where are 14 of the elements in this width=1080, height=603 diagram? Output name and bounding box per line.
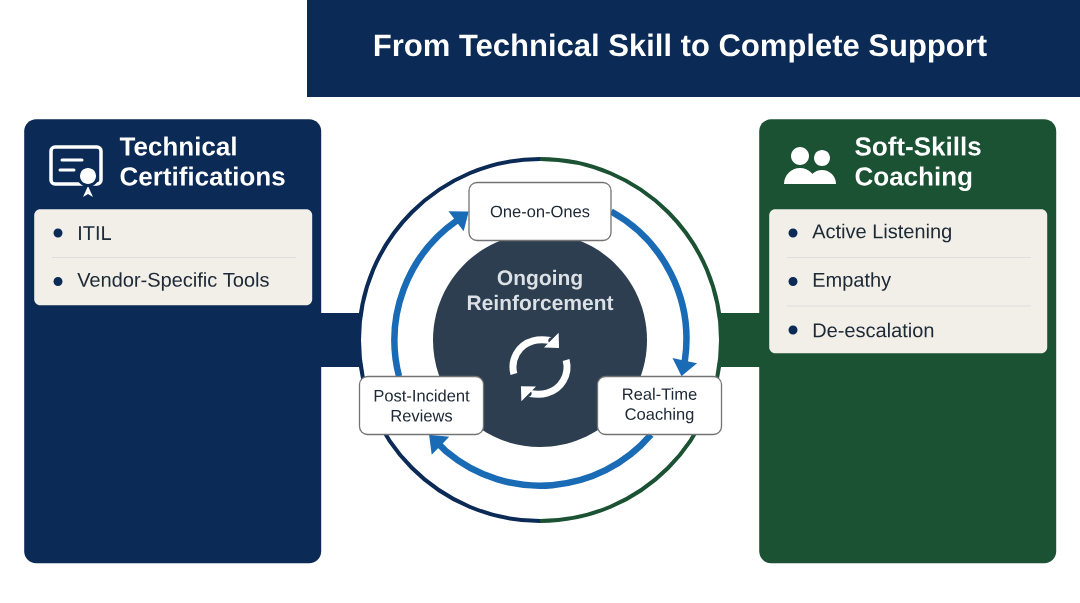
panel-heading: Soft-Skills Coaching xyxy=(855,136,981,191)
list-item: Empathy xyxy=(788,272,892,291)
list-item: Vendor-Specific Tools xyxy=(53,272,269,291)
list-item: Active Listening xyxy=(788,223,951,243)
center-heading: Ongoing Reinforcement xyxy=(467,269,614,311)
arrow xyxy=(429,432,654,489)
panel-heading: Technical Certifications xyxy=(119,136,285,186)
title: From Technical Skill to Complete Support xyxy=(374,33,987,63)
list-item: De-escalation xyxy=(788,322,934,338)
step-box: One-on-Ones xyxy=(468,181,612,242)
step-box: Real-Time Coaching xyxy=(596,375,723,436)
step-box: Post-Incident Reviews xyxy=(358,375,485,436)
list-item: ITIL xyxy=(53,226,111,240)
arrow xyxy=(391,211,469,377)
